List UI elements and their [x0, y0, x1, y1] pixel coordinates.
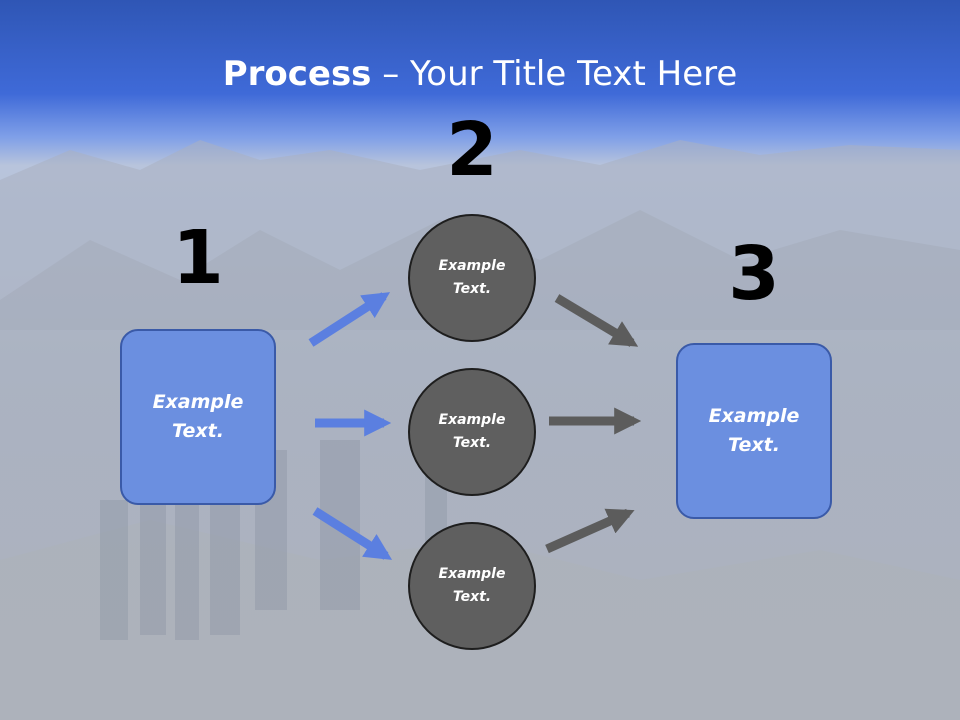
step-number-1: 1: [172, 215, 224, 301]
step-3-box: Example Text.: [676, 343, 832, 519]
title-rest: – Your Title Text Here: [371, 54, 738, 94]
step-1-label: Example Text.: [152, 391, 244, 442]
step-number-2: 2: [446, 107, 498, 193]
arrow-1-to-bottom: [312, 507, 393, 560]
step-2-label-bottom: Example Text.: [438, 566, 506, 605]
arrow-bottom-to-3: [545, 508, 635, 554]
step-2-circle-top: Example Text.: [408, 214, 536, 342]
step-2-label-middle: Example Text.: [438, 412, 506, 451]
slide-title: Process – Your Title Text Here: [0, 50, 960, 98]
arrow-top-to-3: [554, 294, 639, 347]
arrow-1-to-top: [308, 292, 391, 347]
step-3-label: Example Text.: [708, 405, 800, 456]
step-2-circle-middle: Example Text.: [408, 368, 536, 496]
step-number-3: 3: [728, 231, 780, 317]
step-2-label-top: Example Text.: [438, 258, 506, 297]
step-1-box: Example Text.: [120, 329, 276, 505]
title-bold: Process: [222, 54, 372, 94]
step-2-circle-bottom: Example Text.: [408, 522, 536, 650]
